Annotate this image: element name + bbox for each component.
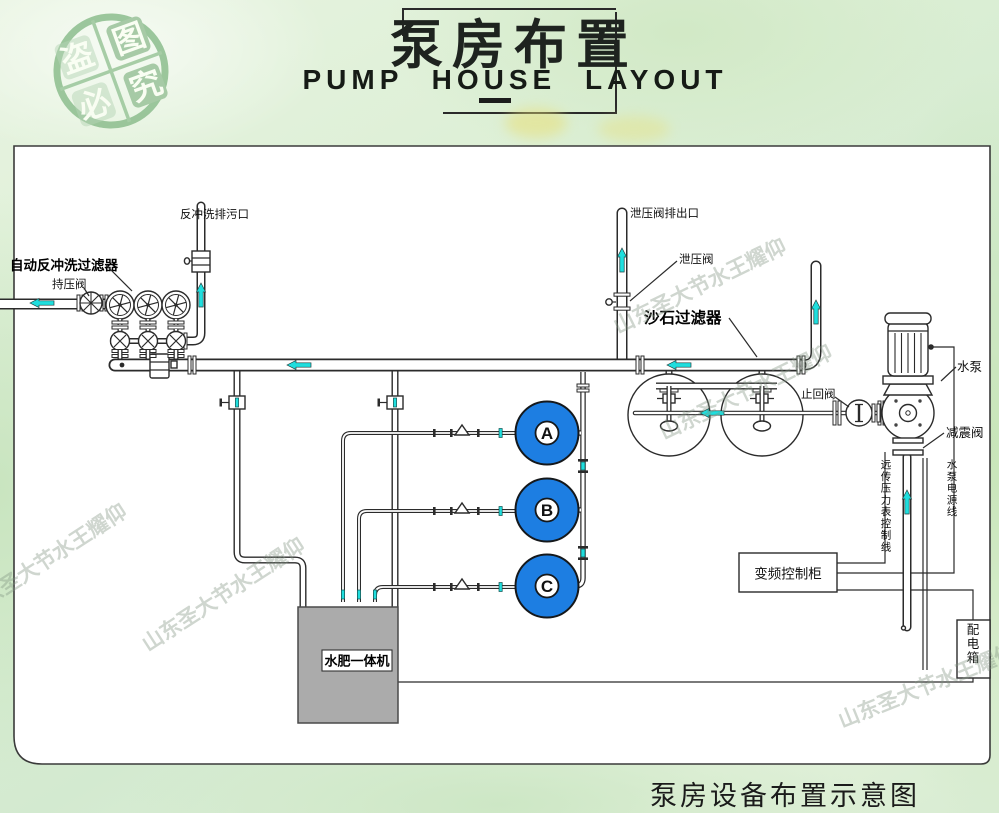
- label-pressure-holding-valve: 持压阀: [52, 277, 87, 291]
- backwash-drain-valve: [183, 250, 211, 273]
- label-water-pump: 水泵: [957, 360, 982, 374]
- anti-theft-stamp: 盗 图 必 究: [53, 13, 169, 129]
- distribution-box-label: 配电箱: [967, 623, 980, 665]
- remote-pressure-line-wire: [837, 452, 886, 564]
- label-relief-valve-outlet: 泄压阀排出口: [630, 206, 699, 220]
- distribution-box: 配电箱: [956, 619, 991, 679]
- fertilizer-tanks: A B C: [341, 400, 589, 619]
- label-relief-valve: 泄压阀: [679, 252, 714, 266]
- tank-a-letter: A: [541, 424, 553, 443]
- cabinet-to-distribution-wire: [837, 589, 974, 621]
- flow-arrow-up: [616, 247, 628, 273]
- tank-b-letter: B: [541, 501, 553, 520]
- title-frame-topleft: [402, 8, 616, 36]
- label-sand-filter: 沙石过滤器: [644, 308, 722, 327]
- flower-blur: [505, 108, 567, 138]
- flow-arrow-up: [901, 489, 913, 515]
- subtitle-underline: [479, 98, 511, 103]
- cable-conduit: [922, 458, 928, 670]
- pump-power-wire: [837, 346, 955, 574]
- electrical-lines: [398, 346, 974, 683]
- diagram-caption: 泵房设备布置示意图: [650, 781, 920, 811]
- label-damping-valve: 减震阀: [946, 426, 984, 440]
- label-check-valve: 止回阀: [801, 387, 836, 401]
- flow-arrow-up: [810, 299, 822, 325]
- water-pump-assembly: [871, 312, 935, 456]
- tank-c-letter: C: [541, 577, 553, 596]
- power-junction-dot: [928, 344, 934, 350]
- page-title: 泵房布置: [390, 16, 638, 75]
- pressure-holding-valve: [76, 291, 109, 315]
- flow-arrows: [29, 247, 913, 515]
- flow-arrow-left: [286, 359, 312, 371]
- flow-arrow-left: [666, 359, 692, 371]
- label-remote-pressure-line: 远传压力表控制线: [881, 459, 892, 553]
- relief-valve: [605, 292, 631, 311]
- label-backwash-drain-outlet: 反冲洗排污口: [180, 207, 249, 221]
- fertilizer-machine: 水肥一体机: [297, 606, 399, 724]
- diagram-panel: [13, 145, 991, 765]
- flower-blur: [598, 116, 670, 142]
- pipe-fittings: [119, 332, 806, 393]
- flow-arrow-up: [195, 282, 207, 308]
- auto-backwash-filter-units: [106, 291, 190, 359]
- flow-arrow-left: [29, 297, 55, 309]
- damping-valve: [892, 437, 924, 456]
- page-subtitle: PUMP HOUSE LAYOUT: [302, 64, 728, 95]
- label-auto-backwash-filter: 自动反冲洗过滤器: [10, 257, 118, 273]
- label-pump-power-line: 水泵电源线: [947, 459, 958, 518]
- fertilizer-machine-label: 水肥一体机: [324, 654, 389, 669]
- machine-control-wire: [398, 678, 974, 683]
- flow-arrow-left: [699, 407, 725, 419]
- vfd-cabinet-label: 变频控制柜: [754, 567, 822, 582]
- vfd-cabinet: 变频控制柜: [738, 552, 838, 593]
- diagram-labels: 反冲洗排污口 自动反冲洗过滤器 持压阀 泄压阀排出口 泄压阀 沙石过滤器 止回阀…: [10, 206, 984, 553]
